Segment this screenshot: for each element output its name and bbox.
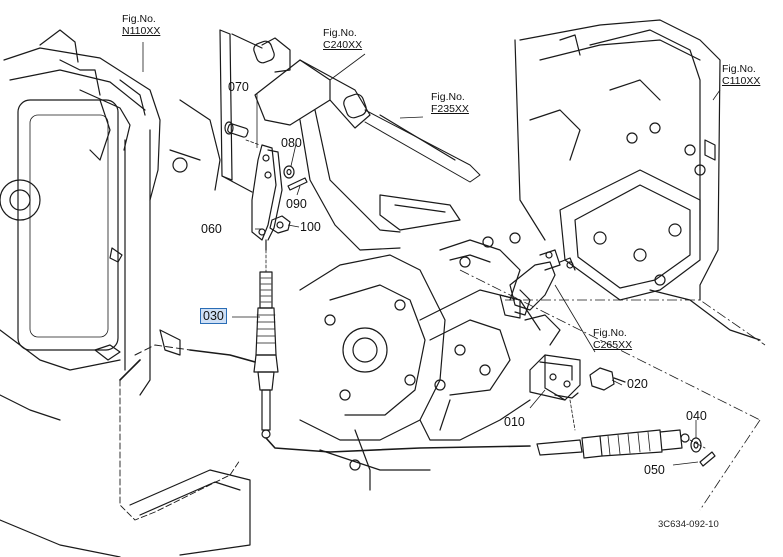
cable-030-lower xyxy=(536,399,690,459)
cotter-pin-090 xyxy=(287,177,308,191)
fig-ref-label: Fig.No. xyxy=(431,91,465,103)
part-label-040[interactable]: 040 xyxy=(686,409,707,423)
fig-ref-number: C240XX xyxy=(323,39,363,51)
fig-ref-label: Fig.No. xyxy=(593,327,627,339)
pedal-assembly xyxy=(253,37,481,251)
pedal-arm xyxy=(219,29,283,241)
fig-ref-label: Fig.No. xyxy=(722,63,756,75)
bolt-020 xyxy=(589,367,626,391)
fig-ref-c110[interactable]: Fig.No. C110XX xyxy=(722,63,760,87)
part-label-100[interactable]: 100 xyxy=(300,220,321,234)
fig-ref-label: Fig.No. xyxy=(323,27,357,39)
transmission-housing xyxy=(299,232,541,491)
part-label-030-highlighted[interactable]: 030 xyxy=(200,308,227,324)
fig-ref-c265[interactable]: Fig.No. C265XX xyxy=(593,327,632,351)
cable-routing xyxy=(119,344,531,453)
fender-frame xyxy=(0,29,221,421)
pin-070 xyxy=(224,121,261,146)
fig-ref-f235[interactable]: Fig.No. F235XX xyxy=(431,91,469,115)
cable-030 xyxy=(253,239,279,439)
lever-assembly xyxy=(499,249,576,346)
base-plate xyxy=(0,469,251,557)
part-label-070[interactable]: 070 xyxy=(228,80,249,94)
drawing-id: 3C634-092-10 xyxy=(658,519,719,530)
nut-100 xyxy=(269,215,291,234)
fig-ref-label: Fig.No. xyxy=(122,13,156,25)
fig-ref-number: C265XX xyxy=(593,339,633,351)
part-label-080[interactable]: 080 xyxy=(281,136,302,150)
fig-ref-number: C110XX xyxy=(722,75,761,87)
cotter-pin-050 xyxy=(699,451,716,467)
fig-ref-c240[interactable]: Fig.No. C240XX xyxy=(323,27,362,51)
bracket-010 xyxy=(529,354,581,401)
part-label-060[interactable]: 060 xyxy=(201,222,222,236)
washer-080 xyxy=(283,165,295,179)
fig-ref-number: F235XX xyxy=(431,103,469,115)
housing-block-c110 xyxy=(514,19,761,341)
part-label-010[interactable]: 010 xyxy=(504,415,525,429)
part-label-050[interactable]: 050 xyxy=(644,463,665,477)
part-label-020[interactable]: 020 xyxy=(627,377,648,391)
fig-ref-number: N110XX xyxy=(122,25,161,37)
fig-ref-n110[interactable]: Fig.No. N110XX xyxy=(122,13,160,37)
part-label-090[interactable]: 090 xyxy=(286,197,307,211)
